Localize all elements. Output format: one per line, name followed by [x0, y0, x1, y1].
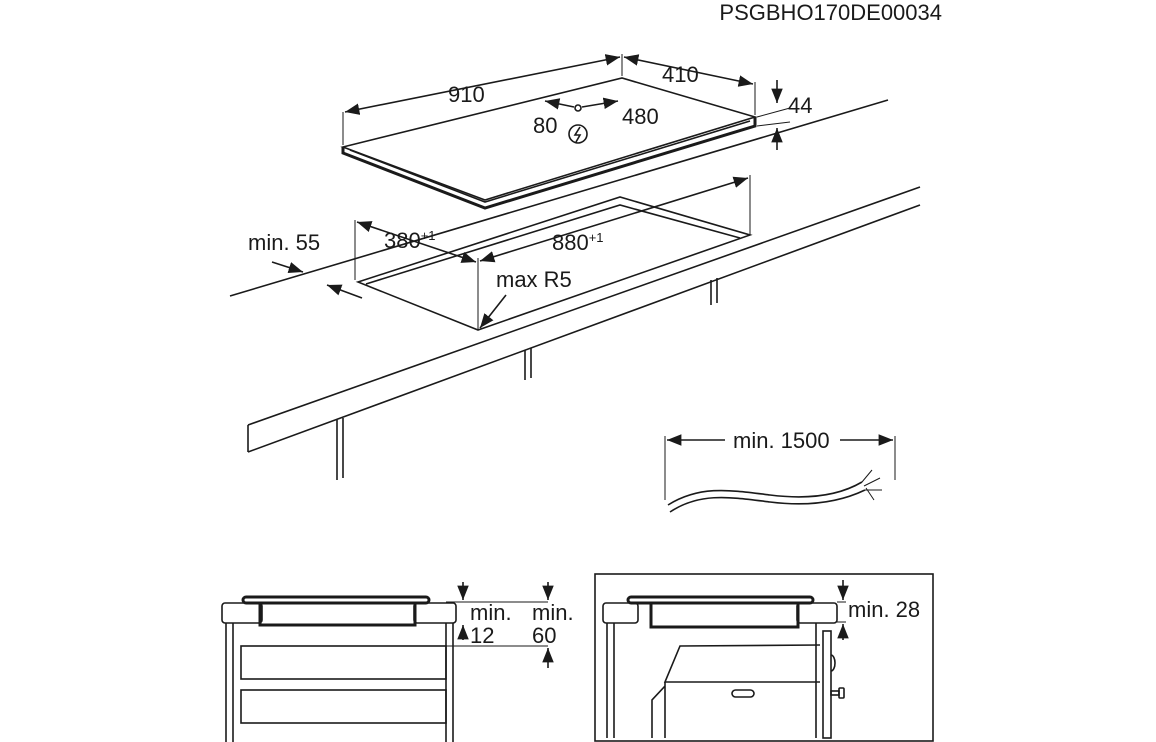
cable-back-label: 480 [622, 104, 659, 129]
hob-width-label: 910 [448, 82, 485, 107]
section-drawer: min. 12 min. 60 [221, 582, 574, 742]
section-oven: min. 28 [594, 573, 934, 742]
cable-length: min. 1500 [664, 428, 896, 513]
electric-connection-icon [568, 124, 588, 144]
cutout: 380+1 880+1 max R5 min. 55 [248, 175, 753, 331]
min-60-label-1: min. [532, 600, 574, 625]
min-12-label-1: min. [470, 600, 512, 625]
hob-depth-label: 410 [662, 62, 699, 87]
countertop [229, 99, 921, 480]
cable-length-label: min. 1500 [733, 428, 830, 453]
cutout-width-label: 880+1 [552, 230, 604, 255]
cutout-depth-label: 380+1 [384, 228, 436, 253]
min-60-label-2: 60 [532, 623, 556, 648]
front-clearance-label: min. 55 [248, 230, 320, 255]
document-code: PSGBHO170DE00034 [719, 0, 942, 25]
hob-height-label: 44 [788, 93, 812, 118]
hob-dimensions: 910 410 44 80 480 [342, 54, 812, 150]
hob [340, 77, 758, 210]
min-28-label: min. 28 [848, 597, 920, 622]
cable-side-label: 80 [533, 113, 557, 138]
corner-radius-label: max R5 [496, 267, 572, 292]
min-12-label-2: 12 [470, 623, 494, 648]
